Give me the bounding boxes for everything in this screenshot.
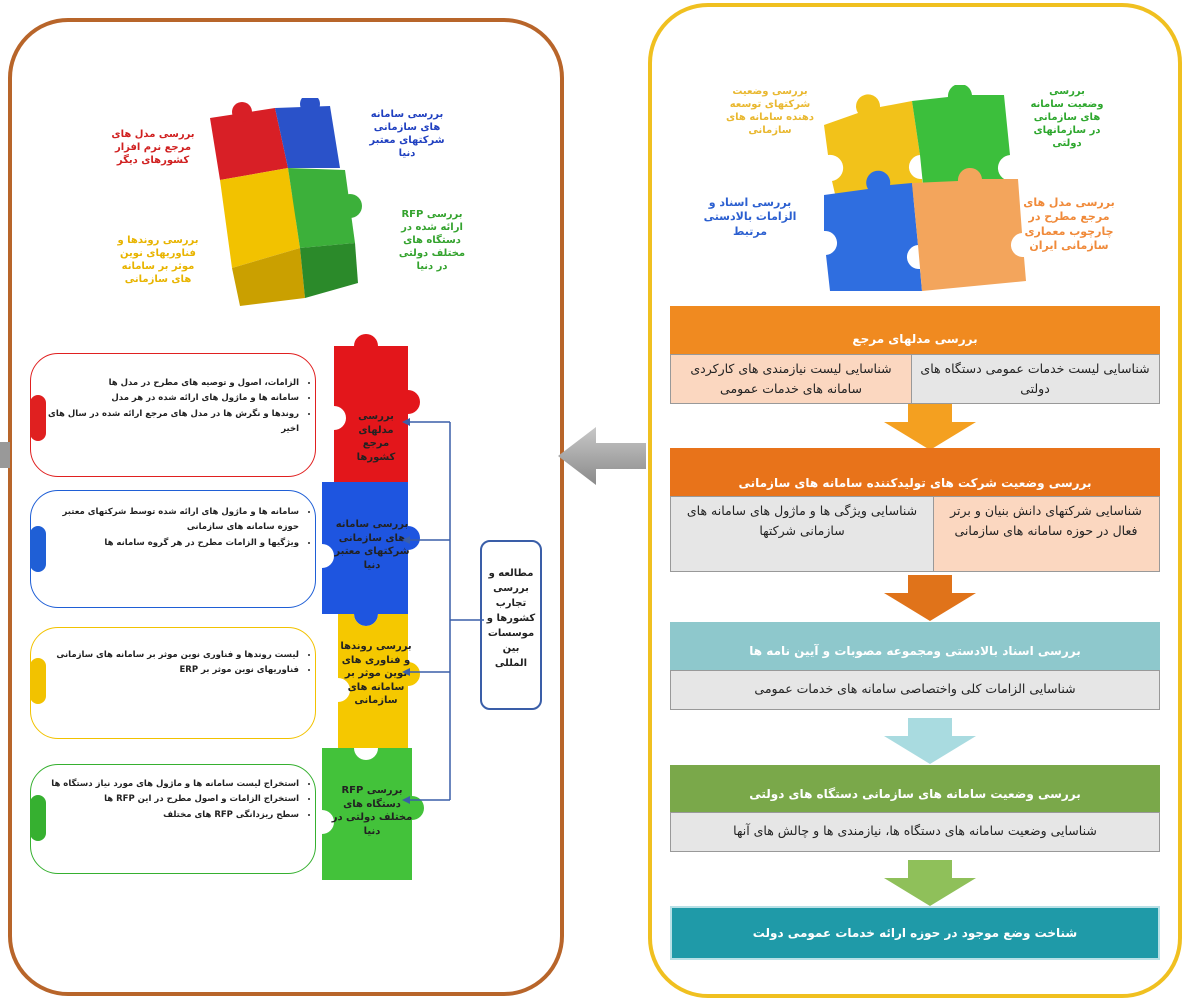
down-arrow-icon (884, 575, 976, 621)
right-puzzle-label-blue: بررسی اسناد و الزامات بالادستی مرتبط (703, 196, 797, 238)
bullet-card-trends: لیست روندها و فناوری نوین موثر بر سامانه… (30, 627, 316, 739)
list-item: سامانه ها و ماژول های ارائه شده توسط شرک… (39, 505, 299, 536)
stage-header-government-systems: بررسی وضعیت سامانه های سازمانی دستگاه ها… (670, 765, 1160, 819)
list-item: الزامات، اصول و توصیه های مطرح در مدل ها (39, 376, 299, 391)
stage2-box-company-features: شناسایی ویژگی ها و ماژول های سامانه های … (670, 496, 934, 572)
stage4-box-status: شناسایی وضعیت سامانه های دستگاه ها، نیاز… (670, 812, 1160, 852)
blue-pill-icon (30, 526, 46, 572)
left-puzzle-label-blue: بررسی سامانه های سازمانی شرکتهای معتبر د… (369, 109, 445, 159)
right-puzzle-icon (824, 85, 1026, 291)
right-puzzle-label-green: بررسی وضعیت سامانه های سازمانی در سازمان… (1030, 86, 1104, 149)
list-item: فناوریهای نوین موثر بر ERP (39, 663, 299, 678)
bullet-card-companies: سامانه ها و ماژول های ارائه شده توسط شرک… (30, 490, 316, 608)
left-puzzle-label-yellow: بررسی روندها و فناوریهای نوین موثر بر سا… (117, 235, 199, 285)
list-item: لیست روندها و فناوری نوین موثر بر سامانه… (39, 648, 299, 663)
list-item: سطح ریزدانگی RFP های مختلف (39, 808, 299, 823)
right-puzzle-label-yellow: بررسی وضعیت شرکتهای توسعه دهنده سامانه ه… (726, 86, 814, 136)
list-item: استخراج لیست سامانه ها و ماژول های مورد … (39, 777, 299, 792)
list-item: سامانه ها و ماژول های ارائه شده در هر مد… (39, 391, 299, 406)
stage-header-reference-models: بررسی مدلهای مرجع (670, 306, 1160, 362)
green-pill-icon (30, 795, 46, 841)
left-puzzle-label-green: بررسی RFP ارائه شده در دستگاه های مختلف … (398, 209, 466, 272)
left-arrow-icon (558, 427, 646, 485)
connector-lines (402, 418, 484, 804)
down-arrow-icon (884, 718, 976, 764)
yellow-pill-icon (30, 658, 46, 704)
down-arrow-icon (884, 404, 976, 450)
stack-label-models: بررسی مدلهای مرجع کشورها (356, 411, 396, 463)
left-puzzle-label-red: بررسی مدل های مرجع نرم افزار کشورهای دیگ… (111, 129, 195, 166)
stage1-box-public-services: شناسایی لیست خدمات عمومی دستگاه های دولت… (910, 354, 1160, 404)
stage-header-companies: بررسی وضعیت شرکت های تولیدکننده سامانه ه… (670, 448, 1160, 504)
right-puzzle-label-orange: بررسی مدل های مرجع مطرح در چارچوب معماری… (1023, 196, 1115, 252)
stage1-box-functional-requirements: شناسایی لیست نیازمندی های کارکردی سامانه… (670, 354, 912, 404)
bullet-card-models: الزامات، اصول و توصیه های مطرح در مدل ها… (30, 353, 316, 477)
list-item: روندها و نگرش ها در مدل های مرجع ارائه ش… (39, 407, 299, 438)
side-box-experiences: مطالعه و بررسی تجارب کشورها و موسسات بین… (480, 540, 542, 710)
down-arrow-icon (884, 860, 976, 906)
stage2-box-knowledge-based-companies: شناسایی شرکتهای دانش بنیان و برتر فعال د… (932, 496, 1160, 572)
list-item: استخراج الزامات و اصول مطرح در این RFP ه… (39, 792, 299, 807)
right-panel (648, 3, 1182, 998)
red-pill-icon (30, 395, 46, 441)
stack-label-trends: بررسی روندها و فناوری های نوین موثر بر س… (340, 641, 412, 706)
bullet-card-rfp: استخراج لیست سامانه ها و ماژول های مورد … (30, 764, 316, 874)
left-edge-arrow-icon (0, 442, 10, 468)
stack-label-companies: بررسی سامانه های سازمانی شرکتهای معتبر د… (334, 519, 410, 571)
final-box-current-status: شناخت وضع موجود در حوزه ارائه خدمات عموم… (670, 906, 1160, 960)
list-item: ویژگیها و الزامات مطرح در هر گروه سامانه… (39, 536, 299, 551)
stage-header-upstream-documents: بررسی اسناد بالادستی ومجموعه مصوبات و آی… (670, 622, 1160, 676)
stack-label-rfp: بررسی RFP دستگاه های مختلف دولتی در دنیا (331, 785, 413, 837)
left-panel (8, 18, 564, 996)
puzzle-stack-icon (322, 334, 424, 880)
left-puzzle-cube-icon (210, 98, 362, 306)
stage3-box-requirements: شناسایی الزامات کلی واختصاصی سامانه های … (670, 670, 1160, 710)
